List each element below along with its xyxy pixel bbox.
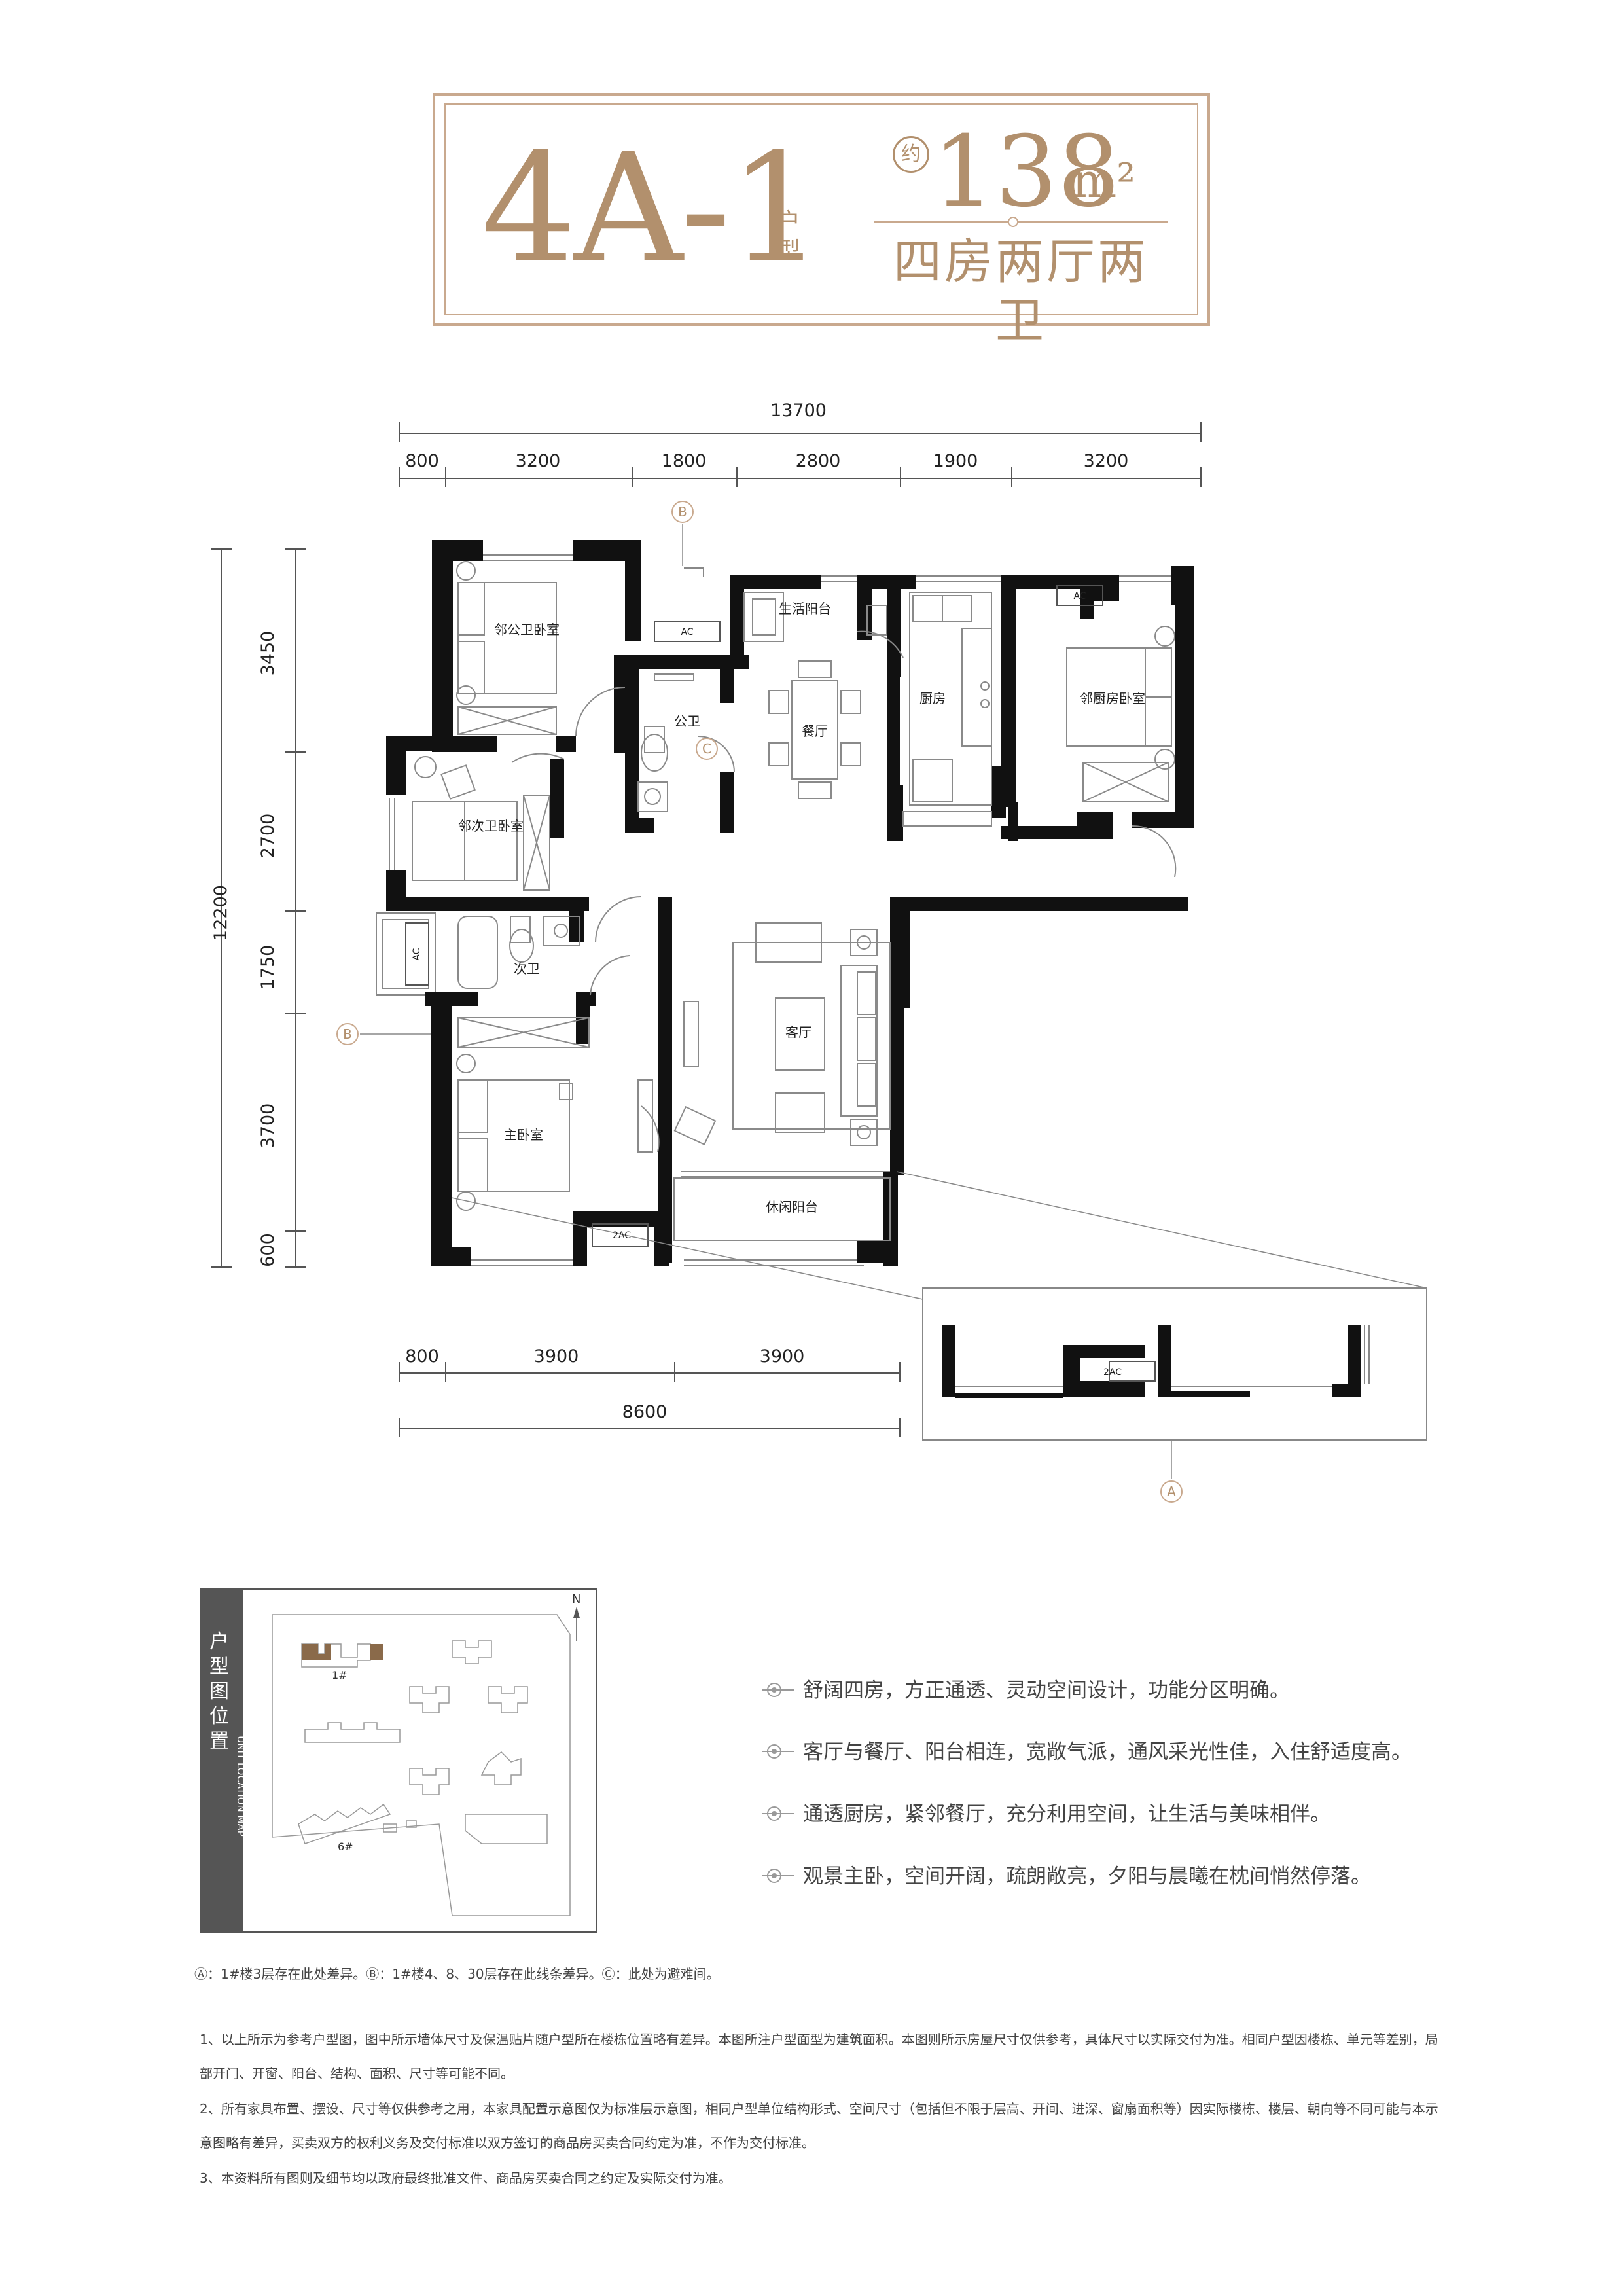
unit-suffix: 户型 xyxy=(776,209,800,264)
ac-label-bath: AC xyxy=(681,627,694,637)
room-bedroom-second-bath: 邻次卫卧室 xyxy=(458,818,524,834)
room-leisure-balcony: 休闲阳台 xyxy=(766,1199,818,1215)
note-2: 2、所有家具布置、摆设、尺寸等仅供参考之用，本家具配置示意图仅为标准层示意图，相… xyxy=(200,2101,1438,2151)
coffee-table xyxy=(775,997,825,1071)
feature-bullet-icon xyxy=(762,1683,794,1697)
room-public-bath: 公卫 xyxy=(674,713,700,729)
marker-c: C xyxy=(696,738,718,760)
location-map-sidebar xyxy=(200,1588,243,1933)
bed-master xyxy=(457,1079,570,1192)
dim-bottom-2: 3900 xyxy=(533,1346,579,1367)
feature-text: 观景主卧，空间开阔，疏朗敞亮，夕阳与晨曦在枕间悄然停落。 xyxy=(803,1865,1371,1888)
site-plan: N 1# 6# xyxy=(272,1592,580,1916)
dim-top-1: 800 xyxy=(405,451,439,471)
furniture xyxy=(412,561,1177,1241)
dim-bottom-3: 3900 xyxy=(759,1346,805,1367)
note-3: 3、本资料所有图则及细节均以政府最终批准文件、商品房买卖合同之约定及实际交付为准… xyxy=(200,2170,732,2186)
unit-code: 4A-1 xyxy=(481,122,824,296)
feature-text: 客厅与餐厅、阳台相连，宽敞气派，通风采光性佳，入住舒适度高。 xyxy=(803,1740,1412,1764)
location-map xyxy=(200,1588,597,1933)
feature-text: 通透厨房，紧邻餐厅，充分利用空间，让生活与美味相伴。 xyxy=(803,1803,1330,1826)
marker-a: A xyxy=(1160,1480,1183,1503)
feature-item: 观景主卧，空间开阔，疏朗敞亮，夕阳与晨曦在枕间悄然停落。 xyxy=(762,1860,1417,1893)
legend-note: Ⓐ：1#楼3层存在此处差异。Ⓑ：1#楼4、8、30层存在此线条差异。Ⓒ：此处为避… xyxy=(194,1966,720,1982)
title-frame xyxy=(433,93,1210,326)
living-rug xyxy=(732,942,891,1130)
building-1-label: 1# xyxy=(332,1669,348,1681)
dim-top-3: 1800 xyxy=(661,451,707,471)
bed-second xyxy=(412,801,465,881)
feature-bullet-icon xyxy=(762,1744,794,1759)
feature-item: 舒阔四房，方正通透、灵动空间设计，功能分区明确。 xyxy=(762,1674,1417,1707)
dim-top-5: 1900 xyxy=(933,451,978,471)
feature-bullet-icon xyxy=(762,1869,794,1883)
wardrobe-second xyxy=(523,795,550,891)
bed-top-left xyxy=(457,582,557,694)
dim-top-4: 2800 xyxy=(795,451,841,471)
feature-item: 客厅与餐厅、阳台相连，宽敞气派，通风采光性佳，入住舒适度高。 xyxy=(762,1736,1417,1768)
note-1: 1、以上所示为参考户型图，图中所示墙体尺寸及保温贴片随户型所在楼栋位置略有差异。… xyxy=(200,2032,1438,2081)
room-living: 客厅 xyxy=(785,1024,812,1040)
building-6-label: 6# xyxy=(338,1840,353,1853)
wardrobe-top-left xyxy=(457,706,557,735)
ac-units xyxy=(405,585,1103,1247)
sofa xyxy=(840,965,878,1117)
room-dining: 餐厅 xyxy=(802,723,828,739)
dim-bottom-total: 8600 xyxy=(622,1402,668,1422)
dim-top-total: 13700 xyxy=(770,401,827,421)
north-label: N xyxy=(572,1592,580,1606)
feature-item: 通透厨房，紧邻餐厅，充分利用空间，让生活与美味相伴。 xyxy=(762,1798,1417,1831)
marker-b-left: B xyxy=(336,1023,359,1045)
walls xyxy=(386,540,1194,1266)
about-badge: 约 xyxy=(893,136,929,173)
location-map-title: 户型图位置 xyxy=(209,1630,229,1753)
layout-description: 四房两厅两卫 xyxy=(893,234,1149,349)
ac-label-master: 2AC xyxy=(612,1230,631,1241)
title-frame-inner xyxy=(444,103,1198,315)
ac-label-left: AC xyxy=(412,948,422,961)
dim-bottom-1: 800 xyxy=(405,1346,439,1367)
feature-bullet-icon xyxy=(762,1806,794,1821)
room-bedroom-kitchen: 邻厨房卧室 xyxy=(1080,691,1145,706)
room-kitchen: 厨房 xyxy=(919,691,946,706)
room-utility-balcony: 生活阳台 xyxy=(779,601,831,617)
feature-text: 舒阔四房，方正通透、灵动空间设计，功能分区明确。 xyxy=(803,1679,1290,1702)
dining-table xyxy=(791,680,838,780)
room-bedroom-public-bath: 邻公卫卧室 xyxy=(494,622,560,637)
dim-top-6: 3200 xyxy=(1083,451,1129,471)
title-divider-dot xyxy=(1008,217,1018,227)
bathtub xyxy=(457,916,498,989)
wardrobe-master xyxy=(457,1017,590,1048)
room-master-bedroom: 主卧室 xyxy=(504,1127,543,1143)
armchair xyxy=(775,1092,825,1133)
area-unit: m² xyxy=(1072,153,1136,208)
room-second-bath: 次卫 xyxy=(514,961,540,977)
tv-cabinet xyxy=(755,922,822,963)
marker-b-top: B xyxy=(671,501,694,523)
leader-lines xyxy=(360,524,1427,1300)
ac-label-right: AC xyxy=(1073,591,1086,601)
ac-label-inset: 2AC xyxy=(1103,1367,1122,1378)
detail-inset xyxy=(922,1287,1427,1479)
area-value: 138 xyxy=(933,115,1120,229)
dim-top-2: 3200 xyxy=(515,451,561,471)
wardrobe-right xyxy=(1082,762,1169,802)
title-divider xyxy=(874,221,1168,223)
